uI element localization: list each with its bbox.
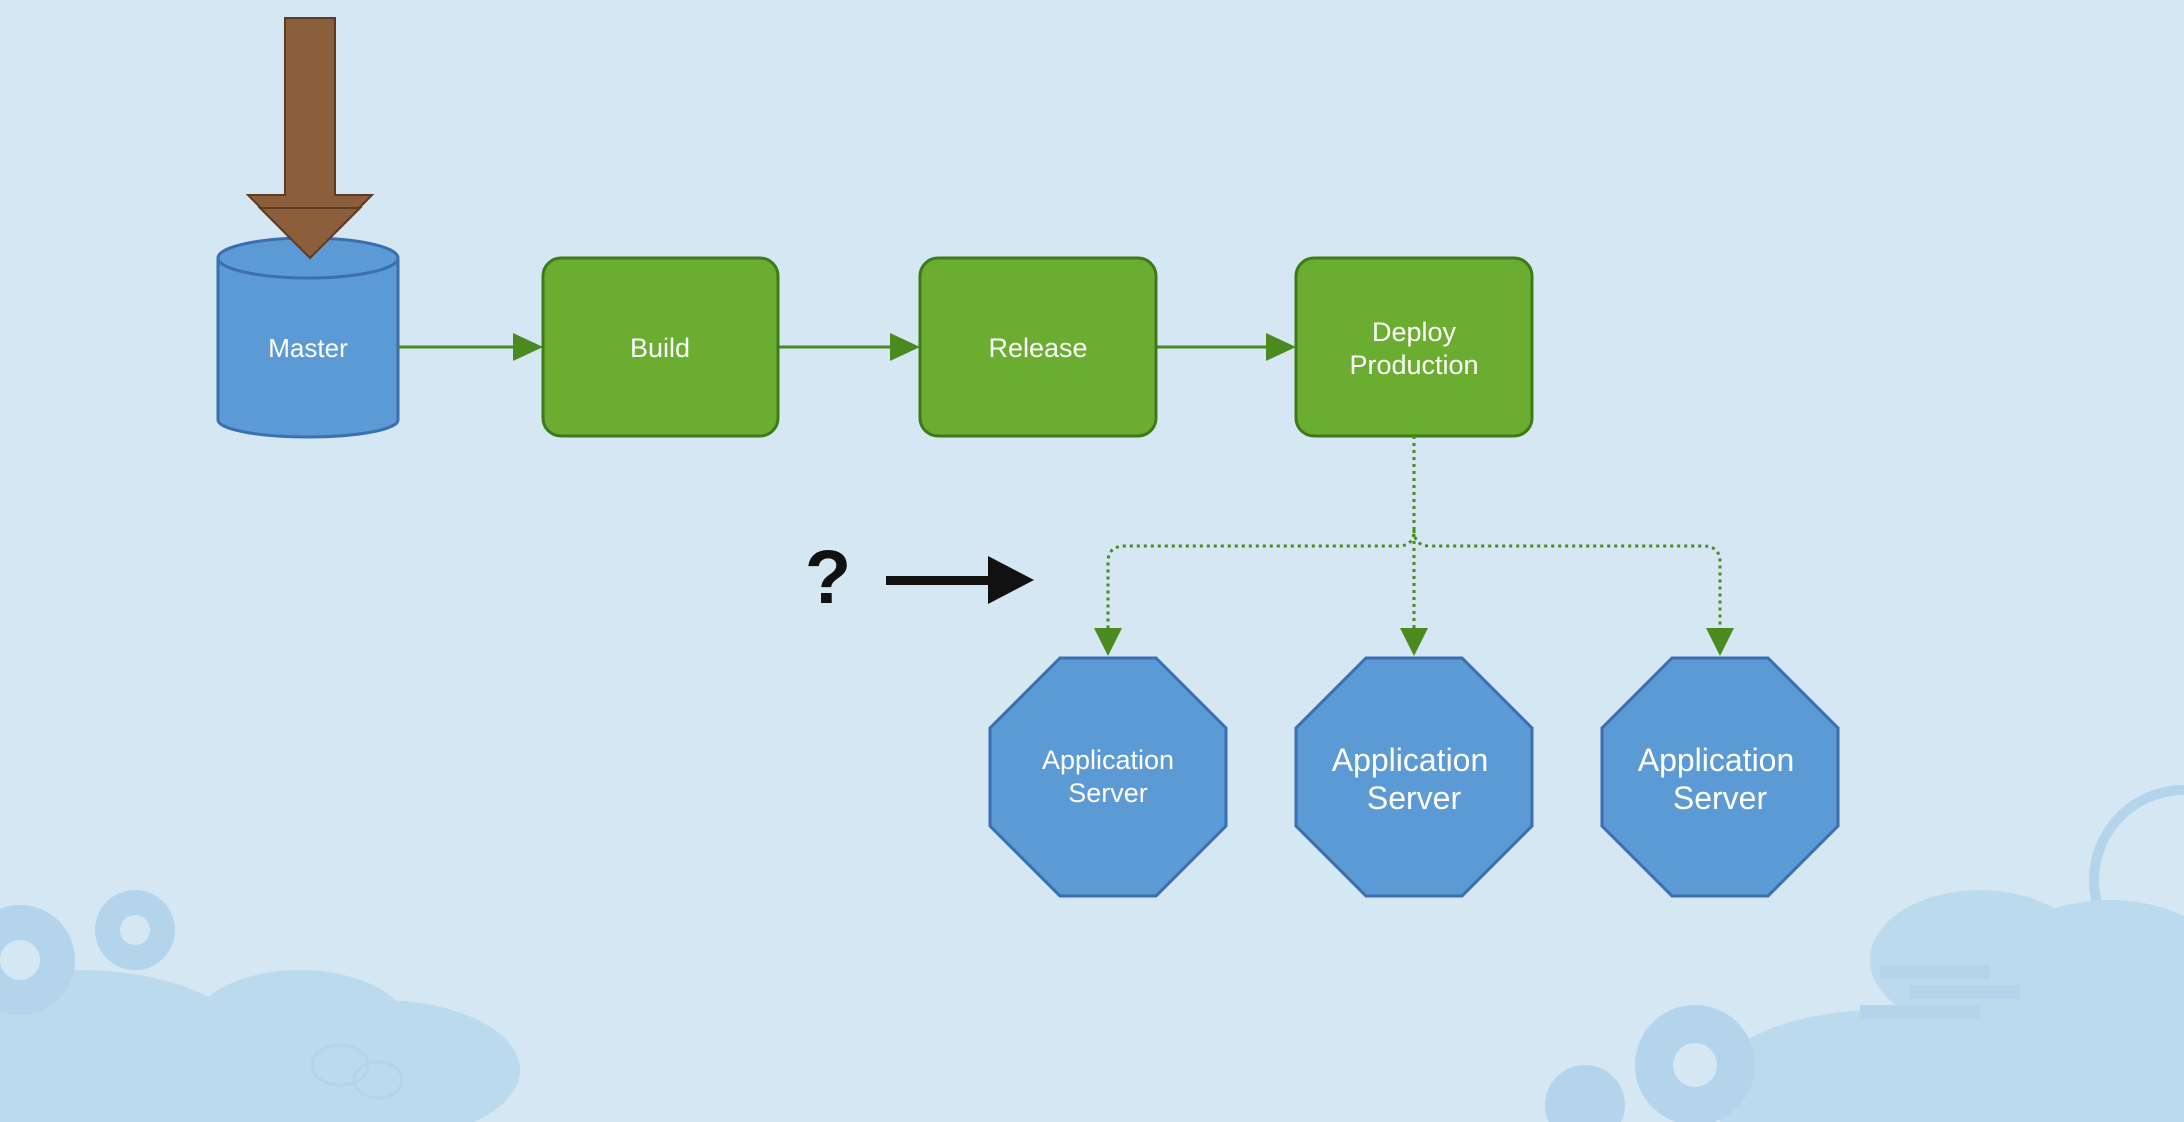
- release-label: Release: [988, 333, 1087, 363]
- arrowhead: [513, 333, 543, 361]
- dotted-connector-arrowheads: [1094, 628, 1734, 656]
- arrowhead: [1706, 628, 1734, 656]
- application-server-2[interactable]: Application Server: [1294, 656, 1534, 898]
- cloud-base: [1720, 1050, 2184, 1122]
- background-decor-left: [0, 890, 520, 1122]
- gear-icon: [1635, 1005, 1755, 1122]
- master-label: Master: [268, 333, 348, 363]
- globe-icon: [2089, 785, 2184, 975]
- connector-deploy-server1: [1106, 436, 1416, 640]
- arrowhead: [1400, 628, 1428, 656]
- connector-build-release: [778, 333, 920, 361]
- connector-release-deploy: [1156, 333, 1296, 361]
- brick-wall-icon: [1860, 965, 2020, 1019]
- question-mark: ?: [805, 535, 851, 620]
- connector-deploy-server3: [1412, 529, 1722, 640]
- deploy-label-line1: Deploy: [1372, 317, 1457, 347]
- arrowhead: [890, 333, 920, 361]
- arrowhead: [1266, 333, 1296, 361]
- build-label: Build: [630, 333, 690, 363]
- build-node[interactable]: Build: [541, 256, 780, 438]
- application-server-3[interactable]: Application Server: [1600, 656, 1840, 898]
- connector-master-build: [398, 333, 543, 361]
- gear-icon: [1545, 1065, 1625, 1122]
- server-2-label-line1: Application: [1332, 742, 1489, 778]
- gear-icon: [0, 905, 75, 1015]
- gear-icon: [95, 890, 175, 970]
- application-server-1[interactable]: Application Server: [988, 656, 1228, 898]
- question-annotation: ?: [805, 535, 1034, 620]
- deploy-production-node[interactable]: Deploy Production: [1294, 256, 1534, 438]
- arrowhead: [1094, 628, 1122, 656]
- right-arrow-icon: [886, 556, 1034, 604]
- server-1-label-line2: Server: [1068, 778, 1148, 808]
- arrow-tip: [257, 207, 363, 260]
- deploy-label-line2: Production: [1349, 350, 1478, 380]
- server-2-label-line2: Server: [1367, 780, 1462, 816]
- server-3-label-line1: Application: [1638, 742, 1795, 778]
- server-3-label-line2: Server: [1673, 780, 1768, 816]
- cloud-icon: [1980, 900, 2184, 1080]
- dotted-connectors: [1106, 436, 1722, 640]
- chat-bubble-icon: [310, 1043, 404, 1100]
- cloud-base: [0, 1030, 450, 1122]
- background-decor-right: [1545, 785, 2184, 1122]
- master-node[interactable]: Master: [216, 207, 400, 439]
- release-node[interactable]: Release: [918, 256, 1158, 438]
- server-1-label-line1: Application: [1042, 745, 1174, 775]
